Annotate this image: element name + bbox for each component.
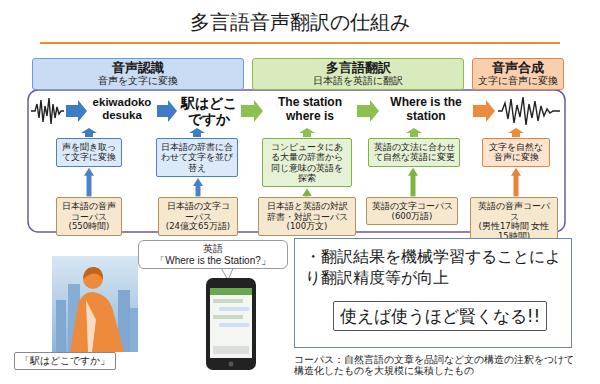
corpus-box-text: (600万語) xyxy=(392,212,433,222)
smartphone xyxy=(206,278,256,370)
caption: コーパス：自然言語の文章を品詞など文の構造の注釈をつけて構造化したものを大規模に… xyxy=(294,354,576,377)
corpus-box-text: (550時間) xyxy=(69,222,110,232)
note-box: ・翻訳結果を機械学習することにより翻訳精度等が向上使えば使うほど賢くなる!! xyxy=(294,238,572,348)
traveler-illustration xyxy=(56,300,66,352)
smartphone xyxy=(210,288,252,295)
stage-header-text: 多言語翻訳 xyxy=(326,61,391,76)
stage-header: 音声認識音声を文字に変換 xyxy=(32,58,244,90)
corpus-box: 英語の文字コーパス(600万語) xyxy=(366,197,458,225)
traveler-illustration xyxy=(52,256,138,352)
traveler-illustration xyxy=(52,256,138,352)
flow-chevron xyxy=(66,100,87,122)
process-box: 文字を自然な音声に変換 xyxy=(482,138,550,167)
speech-callout-text: 「Where is the Station?」 xyxy=(155,255,271,267)
smartphone xyxy=(229,362,234,367)
corpus-box-text: (100万文) xyxy=(287,222,328,232)
flow-chevron xyxy=(473,100,495,122)
traveler-illustration xyxy=(130,308,138,352)
flow-text: 駅はどこですか xyxy=(178,95,240,127)
feed-arrow xyxy=(411,174,416,197)
corpus-box-text: 日本語の文字コーパス xyxy=(163,201,233,222)
slogan-box: 使えば使うほど賢くなる!! xyxy=(333,301,547,331)
feed-arrow xyxy=(196,184,201,196)
speech-callout-text: 英語 xyxy=(203,243,223,255)
stage-header: 音声合成文字に音声に変換 xyxy=(472,58,564,90)
waveform xyxy=(498,97,560,125)
flow-text: Where is the station xyxy=(380,96,472,124)
stage-header-text: 音声認識 xyxy=(112,61,164,76)
smartphone xyxy=(206,278,256,370)
process-box: 日本語の辞書に合わせて文字を並び替え xyxy=(156,138,238,177)
note-box-text: ・翻訳結果を機械学習することにより翻訳精度等が向上 xyxy=(305,247,561,289)
title-underline xyxy=(40,42,560,44)
process-box: コンピュータにある大量の辞書から同じ意味の英語を探索 xyxy=(262,138,352,187)
corpus-box-text: 日本語と英語の対訳辞書・対訳コーパス xyxy=(263,201,351,222)
process-box-text: 英語の文法に合わせて自然な英語に変更 xyxy=(373,142,455,163)
stage-header-text: 文字に音声に変換 xyxy=(478,76,558,87)
flow-chevron xyxy=(157,100,177,122)
flow-chevron xyxy=(241,100,263,122)
corpus-box-text: 英語の音声コーパス xyxy=(475,201,553,222)
process-box-text: 声を聞き取って文字に変換 xyxy=(61,142,117,163)
flow-text: The station where is xyxy=(264,96,356,124)
corpus-box: 日本語と英語の対訳辞書・対訳コーパス(100万文) xyxy=(258,197,356,235)
smartphone xyxy=(213,346,249,354)
up-arrow xyxy=(508,128,524,137)
traveler-illustration xyxy=(83,267,103,280)
stage-header-text: 音声合成 xyxy=(492,61,544,76)
process-box-text: コンピュータにある大量の辞書から同じ意味の英語を探索 xyxy=(267,142,347,183)
traveler-illustration xyxy=(86,300,96,352)
flow-text: ekiwadoko desuka xyxy=(88,96,156,122)
speech-box-text: 「駅はどこですか」 xyxy=(20,355,110,367)
waveform xyxy=(31,97,560,125)
up-arrow xyxy=(81,128,524,137)
feed-arrow xyxy=(305,194,310,196)
smartphone xyxy=(213,315,243,319)
stage-header: 多言語翻訳日本語を英語に翻訳 xyxy=(252,58,464,90)
corpus-box-text: 英語の文字コーパス xyxy=(372,201,453,211)
flow-frame xyxy=(28,90,565,232)
feed-arrow xyxy=(87,174,92,197)
stage-header-text: 日本語を英語に翻訳 xyxy=(313,76,403,87)
corpus-box: 日本語の文字コーパス(24億文65万語) xyxy=(158,197,238,235)
up-arrow xyxy=(81,128,97,137)
corpus-box: 日本語の音声コーパス(550時間) xyxy=(56,197,122,235)
corpus-box-text: (24億文65万語) xyxy=(166,222,230,232)
up-arrow xyxy=(189,128,205,137)
up-arrow xyxy=(299,128,315,137)
up-arrow xyxy=(406,128,422,137)
smartphone xyxy=(219,307,249,311)
waveform xyxy=(31,98,64,124)
slogan-box-text: 使えば使うほど賢くなる!! xyxy=(340,305,541,327)
process-box: 英語の文法に合わせて自然な英語に変更 xyxy=(368,138,460,167)
flow-chevron xyxy=(357,100,379,122)
process-box: 声を聞き取って文字に変換 xyxy=(56,138,122,167)
speech-box: 「駅はどこですか」 xyxy=(14,352,116,370)
title: 多言語音声翻訳の仕組み xyxy=(0,10,600,34)
corpus-box-text: 日本語の音声コーパス xyxy=(61,201,117,222)
smartphone xyxy=(219,323,249,327)
speech-callout: 英語「Where is the Station?」 xyxy=(138,240,288,269)
smartphone xyxy=(210,288,252,358)
process-box-text: 日本語の辞書に合わせて文字を並び替え xyxy=(161,142,233,173)
process-box-text: 文字を自然な音声に変換 xyxy=(487,142,545,163)
traveler-illustration xyxy=(70,292,124,352)
smartphone xyxy=(213,299,243,303)
stage-header-text: 音声を文字に変換 xyxy=(98,76,178,87)
feed-arrow xyxy=(514,174,519,197)
